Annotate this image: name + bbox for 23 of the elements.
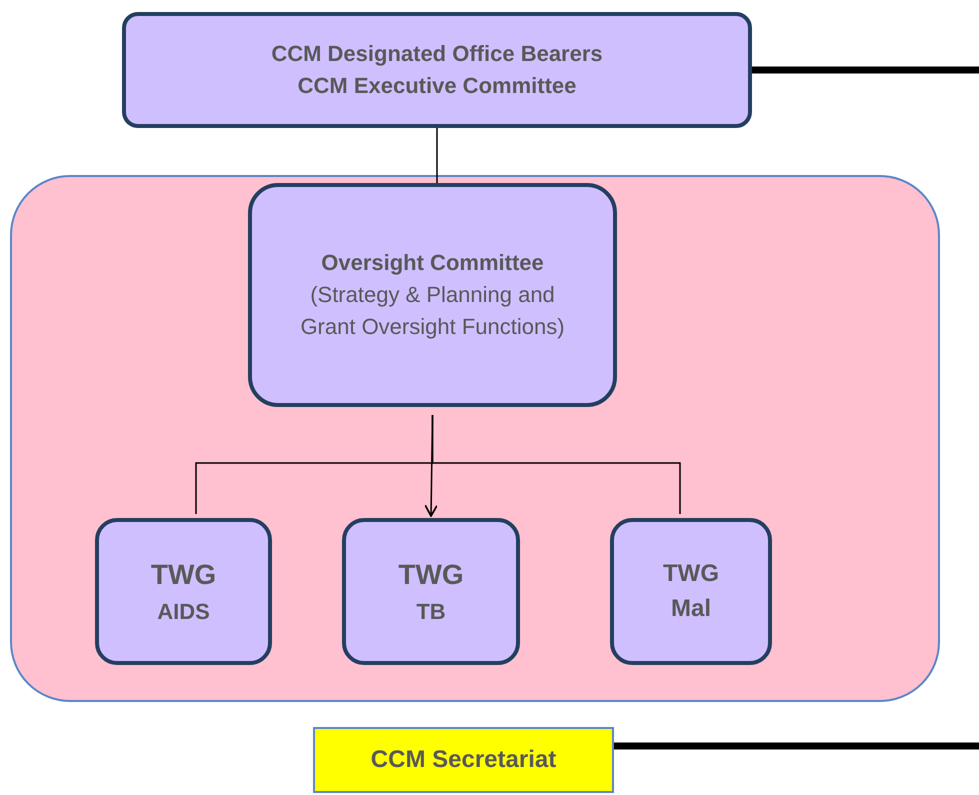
node-text: TB <box>415 598 447 626</box>
connector-line <box>424 414 438 517</box>
secretariat-box <box>313 727 614 793</box>
node-text: CCM Executive Committee <box>296 72 578 100</box>
node-text: AIDS <box>156 598 211 626</box>
group-panel <box>10 175 940 702</box>
node-title: TWG <box>397 558 465 592</box>
node-title: TWG <box>662 558 720 589</box>
committee-box <box>248 183 617 407</box>
committee-box <box>122 12 752 128</box>
connector-line <box>436 128 438 183</box>
group-box <box>95 518 272 665</box>
group-box <box>342 518 520 665</box>
node-text: Mal <box>670 594 712 624</box>
connector-line <box>752 66 979 74</box>
node-title: CCM Designated Office Bearers <box>270 40 604 68</box>
connector-line <box>614 742 979 750</box>
node-title: TWG <box>150 558 218 592</box>
connector-line <box>432 415 681 514</box>
group-box <box>610 518 772 665</box>
node-title: Oversight Committee <box>320 249 545 278</box>
node-text: (Strategy & Planning and Grant Oversight Functions) <box>299 281 566 341</box>
node-title: CCM Secretariat <box>370 744 558 775</box>
